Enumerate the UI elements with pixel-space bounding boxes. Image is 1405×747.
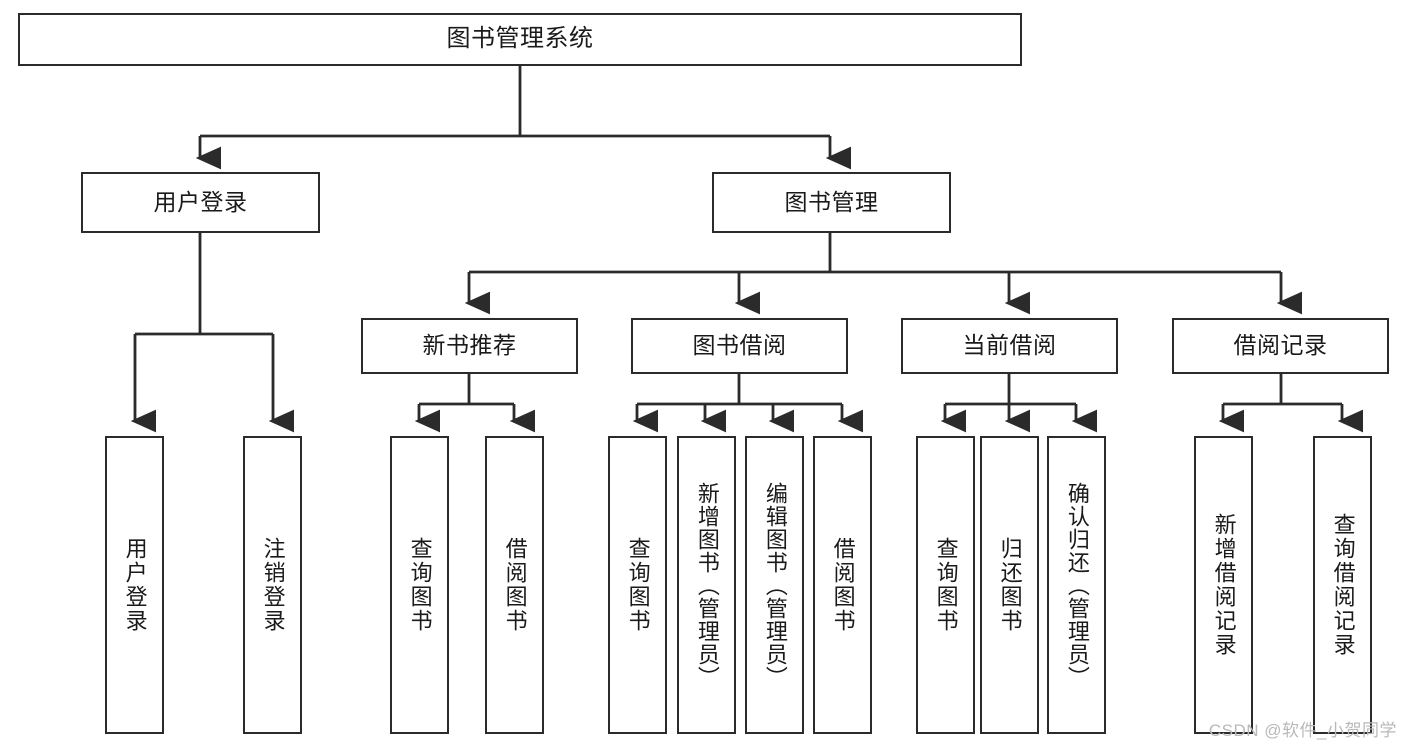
leaf-label: 用户登录: [122, 537, 148, 633]
leaf-query-book-current[interactable]: 查询图书: [916, 436, 975, 734]
leaf-label: 查询借阅记录: [1330, 513, 1356, 657]
leaf-label: 新增借阅记录: [1211, 513, 1237, 657]
node-borrow-record[interactable]: 借阅记录: [1172, 318, 1389, 374]
node-label: 用户登录: [153, 188, 248, 215]
leaf-add-borrow-record[interactable]: 新增借阅记录: [1194, 436, 1253, 734]
node-label: 新书推荐: [422, 332, 517, 359]
leaf-borrow-book[interactable]: 借阅图书: [813, 436, 872, 734]
leaf-query-book-recommend[interactable]: 查询图书: [390, 436, 449, 734]
leaf-label: 确认归还（管理员）: [1064, 481, 1090, 689]
leaf-label: 查询图书: [625, 537, 651, 633]
node-root-system[interactable]: 图书管理系统: [18, 13, 1022, 66]
leaf-confirm-return-admin[interactable]: 确认归还（管理员）: [1047, 436, 1106, 734]
node-label: 借阅记录: [1233, 332, 1328, 359]
node-label: 当前借阅: [962, 332, 1057, 359]
leaf-add-book-admin[interactable]: 新增图书（管理员）: [677, 436, 736, 734]
node-new-book-recommend[interactable]: 新书推荐: [361, 318, 578, 374]
leaf-label: 借阅图书: [502, 537, 528, 633]
leaf-logout-login[interactable]: 注销登录: [243, 436, 302, 734]
leaf-label: 查询图书: [933, 537, 959, 633]
leaf-user-login[interactable]: 用户登录: [105, 436, 164, 734]
leaf-label: 新增图书（管理员）: [694, 481, 720, 689]
leaf-query-book-borrow[interactable]: 查询图书: [608, 436, 667, 734]
leaf-label: 查询图书: [407, 537, 433, 633]
leaf-query-borrow-record[interactable]: 查询借阅记录: [1313, 436, 1372, 734]
node-user-login[interactable]: 用户登录: [81, 172, 320, 233]
node-book-management[interactable]: 图书管理: [712, 172, 951, 233]
node-label: 图书管理: [784, 188, 879, 215]
leaf-label: 借阅图书: [830, 537, 856, 633]
watermark-text: CSDN @软件_小贺同学: [1208, 721, 1397, 740]
node-label: 图书借阅: [692, 332, 787, 359]
leaf-return-book[interactable]: 归还图书: [980, 436, 1039, 734]
node-current-borrow[interactable]: 当前借阅: [901, 318, 1118, 374]
node-book-borrow[interactable]: 图书借阅: [631, 318, 848, 374]
leaf-edit-book-admin[interactable]: 编辑图书（管理员）: [745, 436, 804, 734]
node-label: 图书管理系统: [446, 25, 594, 53]
leaf-borrow-book-recommend[interactable]: 借阅图书: [485, 436, 544, 734]
leaf-label: 编辑图书（管理员）: [762, 481, 788, 689]
leaf-label: 注销登录: [260, 537, 286, 633]
leaf-label: 归还图书: [997, 537, 1023, 633]
